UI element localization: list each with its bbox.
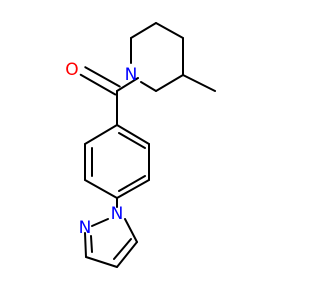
bond-bz-3	[116, 179, 150, 199]
bond-pz-c3-n2	[84, 232, 87, 258]
benzene-ring	[84, 124, 150, 208]
pyrazole-n1-label: N	[111, 204, 124, 224]
piperidine-ring	[130, 22, 216, 92]
piperidine-nitrogen-label: N	[125, 65, 138, 85]
bond-co-double-a	[79, 73, 117, 96]
molecule-structure: O N N N	[65, 22, 216, 268]
bond-pip-6	[140, 81, 157, 92]
bond-bz-3-inner	[118, 175, 146, 192]
bond-pz-n1-c5	[124, 218, 138, 243]
pyrazole-ring	[84, 218, 138, 268]
bond-pip-2	[130, 22, 157, 39]
pyrazole-n2-label: N	[79, 218, 92, 238]
bond-bz-1-inner	[118, 132, 146, 149]
bond-methyl	[182, 74, 216, 92]
oxygen-label: O	[65, 60, 78, 80]
bond-carbonyl-to-n	[116, 77, 139, 92]
carbonyl-group	[79, 66, 139, 126]
bond-bz-4	[84, 179, 118, 199]
bond-bz-1	[116, 124, 150, 145]
bond-pz-c4-c3	[85, 256, 118, 268]
bond-pz-n2-n1	[91, 218, 109, 227]
structure-canvas: O N N N	[65, 22, 216, 268]
bond-pz-c3-n2-inner	[90, 235, 93, 253]
bond-bz-6	[84, 124, 118, 145]
bond-pz-c5-c4-inner	[113, 238, 132, 260]
bond-co-double-b	[84, 66, 121, 88]
bond-pip-3	[155, 22, 184, 39]
bond-pip-5	[155, 74, 184, 92]
bond-pz-c5-c4	[116, 241, 138, 268]
